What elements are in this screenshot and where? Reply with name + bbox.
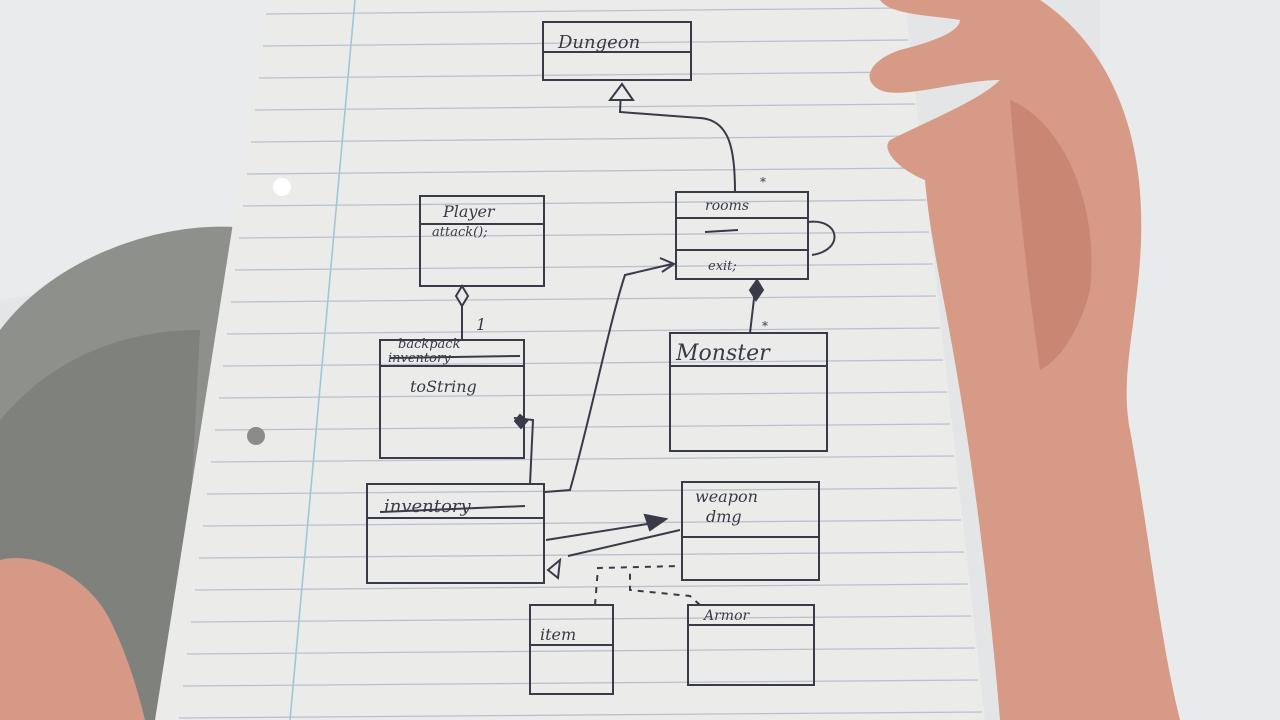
left-hand <box>0 558 145 720</box>
label-player-attack: attack(); <box>432 225 488 240</box>
label-dungeon: Dungeon <box>557 32 640 53</box>
class-box <box>669 332 828 452</box>
class-monster <box>669 332 828 452</box>
association-inventory-weapon <box>545 521 661 541</box>
generalization-arrowhead <box>546 557 562 580</box>
ruled-lines <box>178 7 983 719</box>
label-monster: Monster <box>675 341 771 366</box>
label-weapon: weapon <box>695 487 758 506</box>
dependency-item-inventory <box>594 565 681 606</box>
multiplicity-rooms: * <box>760 175 766 189</box>
strikethrough <box>389 355 521 359</box>
label-inventory: inventory <box>384 496 471 517</box>
label-rooms-exit: exit; <box>708 259 737 274</box>
generalization-rooms-dungeon <box>618 89 736 193</box>
generalization-weapon-inventory <box>567 529 681 557</box>
class-armor <box>687 604 815 686</box>
filled-arrowhead <box>643 513 669 532</box>
class-inventory <box>366 483 545 584</box>
self-association <box>807 220 836 256</box>
composition-diamond <box>513 413 529 430</box>
label-weapon-dmg: dmg <box>706 507 742 526</box>
class-box <box>379 339 525 459</box>
right-hand-shade <box>1010 100 1092 370</box>
association-arrowhead <box>659 257 677 273</box>
association-inventory-rooms <box>544 263 673 493</box>
punch-hole-middle <box>247 427 265 445</box>
label-armor: Armor <box>702 608 751 624</box>
margin-line <box>289 0 356 720</box>
scribble <box>379 505 526 513</box>
class-labels: Dungeon rooms exit; Player attack(); bac… <box>384 32 771 644</box>
class-item <box>529 604 614 695</box>
class-dungeon <box>542 21 692 81</box>
multiplicity-monster: * <box>762 319 768 333</box>
class-weapon <box>681 481 820 581</box>
aggregation-diamond <box>454 284 470 308</box>
label-player: Player <box>442 202 496 221</box>
label-backpack: backpack <box>398 337 461 352</box>
multiplicity-one: 1 <box>476 315 486 334</box>
class-box <box>529 604 614 695</box>
class-box <box>419 195 545 287</box>
paper-sheet <box>155 0 985 720</box>
label-item: item <box>540 625 576 644</box>
punch-hole-top <box>273 178 291 196</box>
label-backpack-struck: inventory <box>388 351 451 366</box>
right-hand <box>869 0 1180 720</box>
composition-diamond <box>748 278 765 302</box>
class-player <box>419 195 545 287</box>
class-box <box>687 604 815 686</box>
label-backpack-tostring: toString <box>410 377 477 396</box>
class-box <box>675 191 809 280</box>
class-rooms <box>675 191 836 280</box>
generalization-arrowhead <box>608 82 635 101</box>
uml-diagram <box>366 21 836 695</box>
class-box <box>366 483 545 584</box>
label-rooms: rooms <box>705 198 749 214</box>
class-box <box>681 481 820 581</box>
class-backpack <box>379 339 525 459</box>
struck-member <box>704 229 739 233</box>
